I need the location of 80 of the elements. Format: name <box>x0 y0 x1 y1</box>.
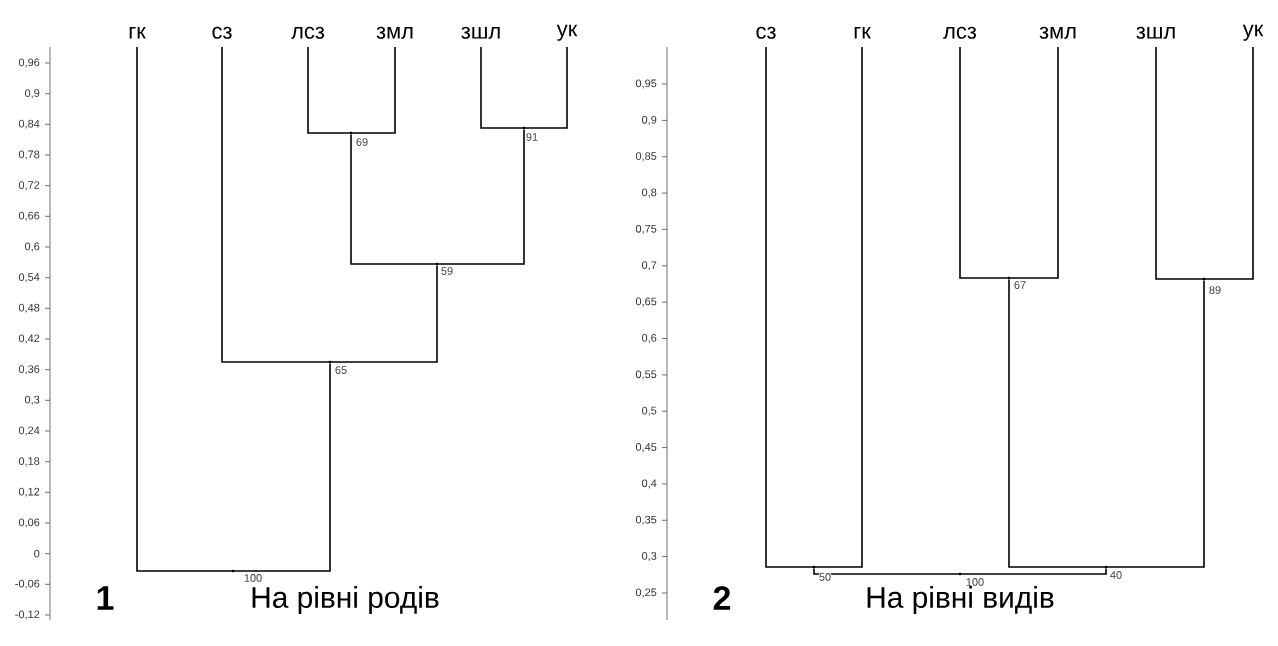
bootstrap-value: 67 <box>1013 281 1027 289</box>
dendrogram-branch <box>765 46 815 568</box>
panel-number: 1 <box>97 586 114 610</box>
dendrogram-branch <box>959 46 1010 279</box>
bootstrap-value: 65 <box>334 366 348 374</box>
leaf-label: змл <box>1039 26 1076 39</box>
dendrogram-branch <box>959 567 1107 575</box>
dendrogram-branch <box>480 46 525 129</box>
tick-label: 0,35 <box>635 515 657 525</box>
dendrogram-branch <box>1155 46 1205 280</box>
leaf-label: гк <box>129 27 146 39</box>
dendrogram-branch <box>813 46 863 568</box>
tick-label: 0,5 <box>642 406 657 416</box>
tick-label: 0,78 <box>18 150 40 160</box>
dendrogram-branch <box>1008 46 1059 279</box>
bootstrap-value: 59 <box>440 267 454 275</box>
bootstrap-value: 100 <box>965 578 985 586</box>
bootstrap-value: 89 <box>1208 286 1222 294</box>
dendrogram-branch <box>436 128 525 265</box>
tick-label: 0,55 <box>635 370 657 380</box>
bootstrap-value: 91 <box>525 133 539 141</box>
panel-number: 2 <box>713 586 731 610</box>
dendrogram-branch <box>232 362 331 572</box>
tick-label: -0,06 <box>15 579 40 589</box>
leaf-label: ук <box>556 24 578 41</box>
tick-label: 0,65 <box>635 297 657 307</box>
tick-label: 0,12 <box>18 487 40 497</box>
tick-label: 0,72 <box>18 181 40 191</box>
tick-label: 0,9 <box>25 89 40 99</box>
tick-label: -0,12 <box>15 610 40 620</box>
leaf-label: лсз <box>291 26 325 39</box>
tick-label: 0,84 <box>18 119 40 129</box>
leaf-label: сз <box>212 26 232 39</box>
leaf-label: сз <box>756 26 776 39</box>
panel-title: На рівні родів <box>252 586 439 614</box>
tick-label: 0,45 <box>635 443 657 453</box>
tick-label: 0,8 <box>642 188 657 198</box>
bootstrap-value: 40 <box>1109 571 1123 579</box>
dendrogram-branch <box>1105 279 1205 568</box>
dendrogram-branch <box>136 46 234 572</box>
leaf-label: лсз <box>943 26 977 39</box>
tick-label: 0,75 <box>635 224 657 234</box>
tick-label: 0,3 <box>25 395 40 405</box>
tick-label: 0,9 <box>642 115 657 125</box>
dendrogram-branch <box>221 46 331 363</box>
dendrogram-branch <box>329 264 438 363</box>
tick-label: 0,6 <box>25 242 40 252</box>
panel-title: На рівні видів <box>867 586 1054 614</box>
tick-label: 0,66 <box>18 211 40 221</box>
tick-label: 0,36 <box>18 365 40 375</box>
dendrogram-branch <box>813 567 961 575</box>
dendrogram-branch <box>1203 46 1254 280</box>
tick-label: 0,25 <box>635 588 657 598</box>
leaf-label: змл <box>376 26 413 39</box>
bootstrap-value: 100 <box>243 574 263 582</box>
tick-label: 0,48 <box>18 303 40 313</box>
tick-label: 0,96 <box>18 58 40 68</box>
leaf-label: зшл <box>461 26 500 39</box>
leaf-label: гк <box>854 27 871 39</box>
leaf-label: зшл <box>1136 26 1175 39</box>
tick-label: 0,24 <box>18 426 40 436</box>
dendrogram-branch <box>523 46 568 129</box>
dendrogram-branch <box>1008 278 1107 568</box>
leaf-label: ук <box>1242 24 1264 41</box>
tick-label: 0,18 <box>18 457 40 467</box>
tick-label: 0,6 <box>642 334 657 344</box>
tick-label: 0,3 <box>642 552 657 562</box>
dendrogram-branch <box>350 133 438 265</box>
tick-label: 0,42 <box>18 334 40 344</box>
tick-label: 0 <box>34 549 40 558</box>
tick-label: 0,06 <box>18 518 40 528</box>
tick-label: 0,4 <box>642 479 657 489</box>
tick-label: 0,85 <box>635 152 657 162</box>
dendrogram-branch <box>350 46 396 134</box>
bootstrap-value: 69 <box>355 138 369 146</box>
tick-label: 0,95 <box>635 79 657 89</box>
dendrogram-branch <box>307 46 352 134</box>
tick-label: 0,54 <box>18 273 40 283</box>
tick-label: 0,7 <box>642 261 657 271</box>
bootstrap-value: 50 <box>818 573 832 581</box>
